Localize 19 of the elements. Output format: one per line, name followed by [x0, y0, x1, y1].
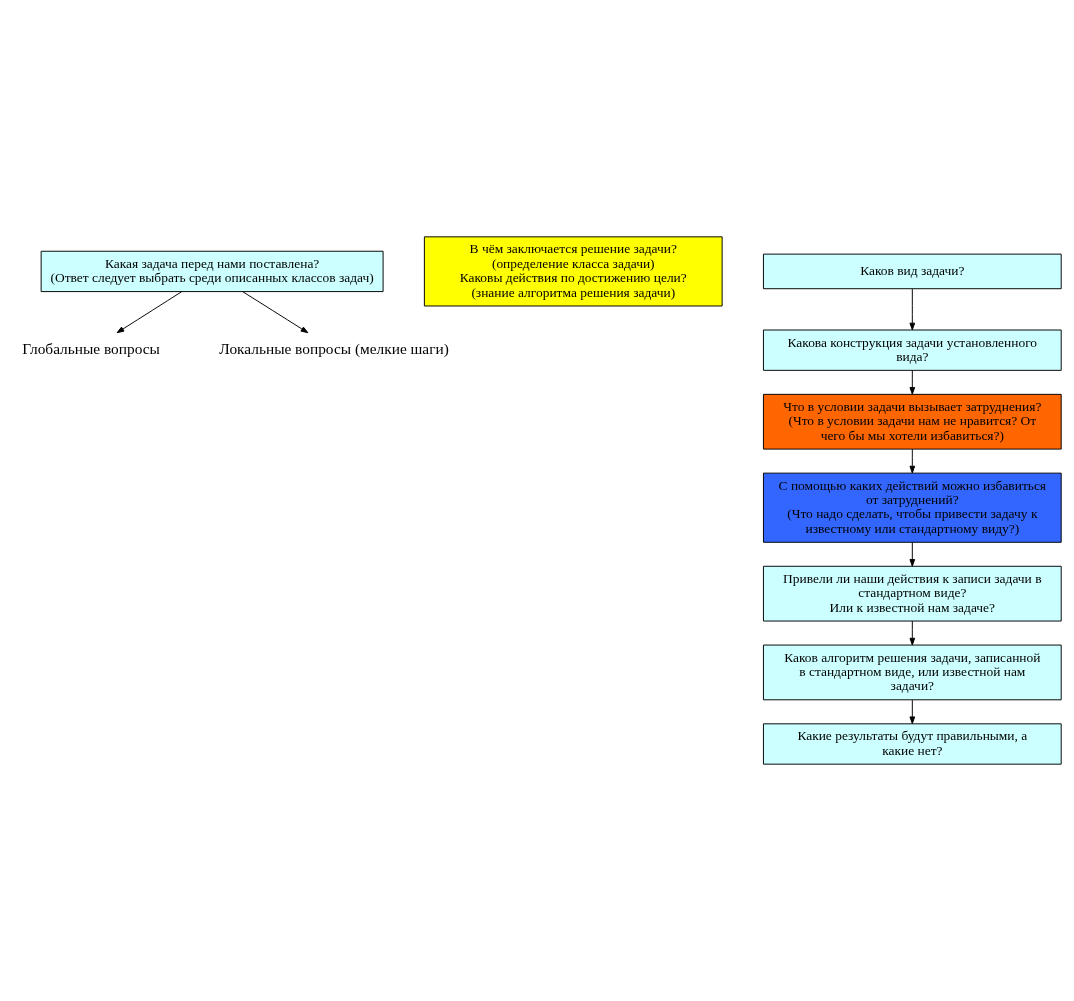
- node-text: Глобальные вопросы: [22, 339, 160, 357]
- node-text: Локальные вопросы (мелкие шаги): [219, 339, 449, 357]
- node-box: Какие результаты будут правильными, а какие нет?: [762, 723, 1062, 765]
- node-box: Каков алгоритм решения задачи, записанной в стандартном виде, или известной нам задачи?: [762, 644, 1062, 701]
- node-box: С помощью каких действий можно избавиться от затруднений? (Что надо сделать, чтобы привести задачу к известному или стандартному виду?): [762, 472, 1062, 543]
- arrow: [909, 288, 916, 331]
- node-box: Что в условии задачи вызывает затруднения? (Что в условии задачи нам не нравится? От чего бы мы хотели избавиться?): [762, 393, 1062, 450]
- arrow: [909, 370, 916, 395]
- node-box: Какая задача перед нами поставлена? (Ответ следует выбрать среди описанных классов задач): [40, 250, 384, 293]
- arrow: [909, 541, 916, 567]
- node-box: Какова конструкция задачи установленного вида?: [762, 329, 1062, 371]
- node-box: Привели ли наши действия к записи задачи в стандартном виде? Или к известной нам задаче?: [762, 565, 1062, 622]
- arrow: [242, 291, 309, 334]
- node-box: Каков вид задачи?: [762, 253, 1062, 290]
- arrow: [909, 699, 916, 725]
- arrow: [909, 448, 916, 474]
- arrow: [909, 620, 916, 646]
- arrow: [116, 291, 183, 334]
- node-box: В чём заключается решение задачи? (определение класса задачи) Каковы действия по достижению цели? (знание алгоритма решения задачи): [423, 236, 723, 307]
